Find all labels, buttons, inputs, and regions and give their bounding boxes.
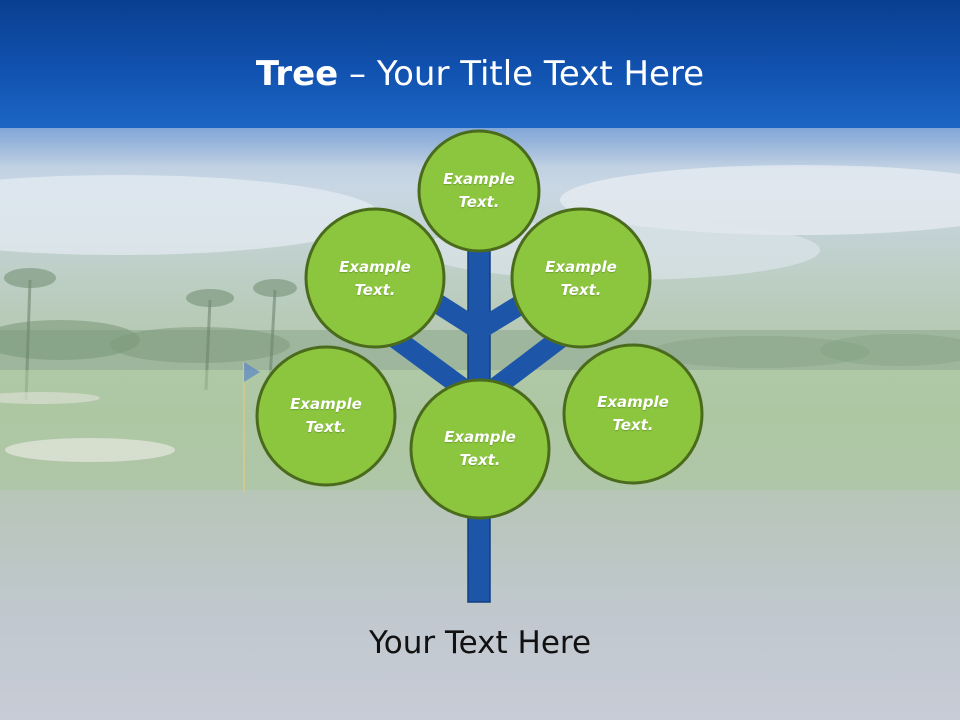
title-bold-word: Tree xyxy=(255,54,339,94)
node-circle-right xyxy=(562,343,704,485)
node-circle-upper-right xyxy=(510,207,652,349)
node-circle-left xyxy=(255,345,397,487)
node-circle-upper-left xyxy=(304,207,446,349)
node-circle-top xyxy=(417,129,541,253)
tree-nodes xyxy=(255,129,704,520)
title-bar xyxy=(0,0,960,128)
title-rest: – Your Title Text Here xyxy=(338,54,705,94)
node-circle-center xyxy=(409,378,551,520)
caption-text: Your Text Here xyxy=(368,625,592,661)
slide-title: Tree – Your Title Text Here xyxy=(0,52,960,96)
